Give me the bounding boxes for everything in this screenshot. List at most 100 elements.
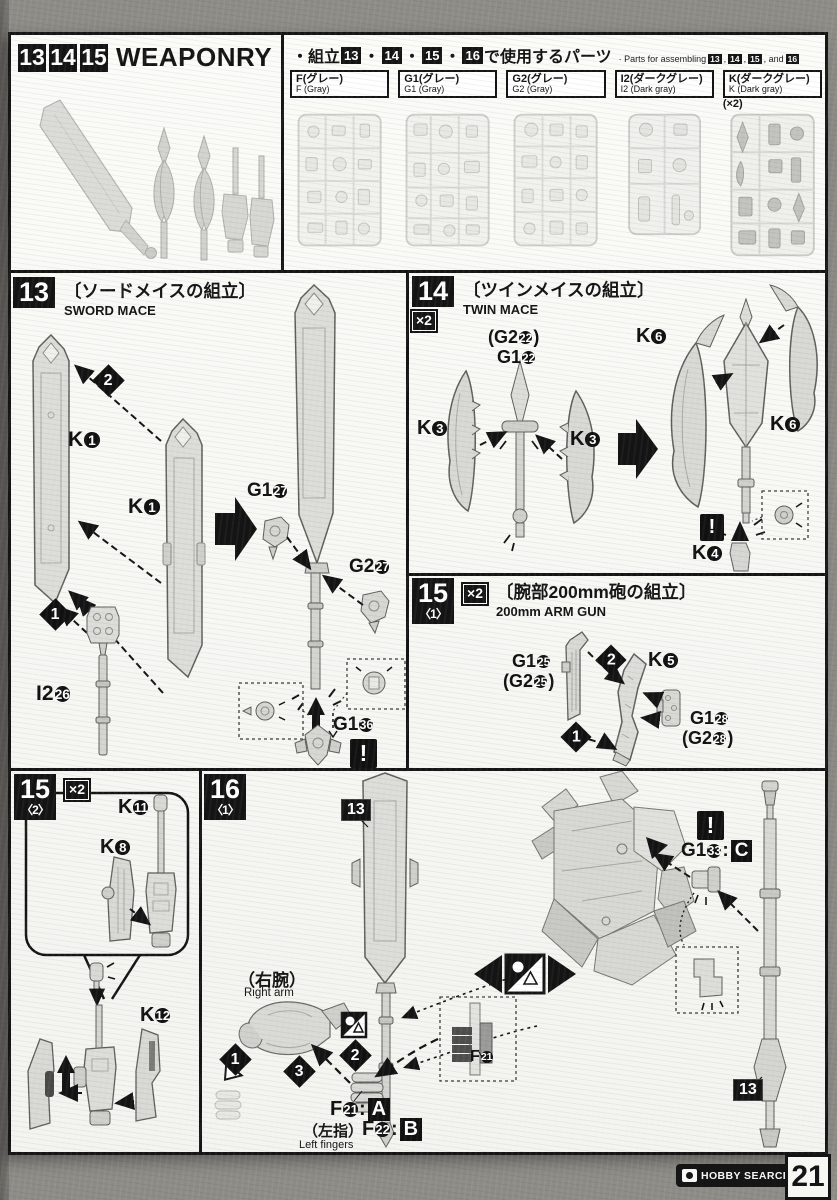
step15-2-illustration: [24, 791, 190, 1130]
handle-grip-part: [86, 606, 120, 656]
left-fingers-label-jp: （左指）: [303, 1123, 364, 1140]
parts-title: ・組立 13・ 14・ 15・ 16 で使用するパーツ · Parts for …: [292, 43, 801, 67]
gundam-figure: [531, 771, 697, 986]
assembled-mace-left-blade: [670, 314, 725, 509]
assembled-arm-gun: [73, 1004, 117, 1126]
side-plate-part-left: [27, 1038, 55, 1130]
runner-k: K(ダークグレー) K (Dark gray) (×2): [722, 70, 823, 259]
runner-note: [290, 98, 389, 111]
step-ref-box-small: 14: [728, 54, 742, 64]
step-number-box: 14: [49, 43, 77, 72]
step-ref-13: 13: [341, 799, 371, 821]
step15-1-illustration: [561, 631, 681, 767]
step14-illustration: [447, 284, 818, 572]
step15-2-number-box: 15〈2〉: [14, 774, 57, 820]
right-arm-illustration: [238, 1001, 353, 1056]
runner-label: G1(グレー) G1 (Gray): [398, 70, 498, 98]
step16-number-box: 16〈1〉: [204, 774, 247, 820]
quantity-badge: ×2: [461, 582, 490, 606]
pommel-cap-part-g1-36: [294, 724, 342, 766]
runner-i2: I2(ダークグレー) I2 (Dark gray): [614, 70, 714, 259]
callout-bubble: [24, 791, 190, 957]
step-ref-13: 13: [733, 1079, 763, 1101]
twin-mace-core: [499, 359, 539, 552]
step16-header: 16〈1〉: [204, 774, 247, 820]
muzzle-cap-part: [89, 962, 116, 990]
step14-title-en: TWIN MACE: [463, 302, 539, 317]
flip-up-arrow: [57, 1055, 75, 1091]
mace-blade-right: [559, 389, 595, 525]
panel-divider: [406, 573, 827, 576]
left-fingers-label-en: Left fingers: [299, 1139, 354, 1151]
shaft-part-i2-26: [95, 654, 111, 756]
sword-blade-part-right: [162, 417, 206, 679]
select-symbol-icon: [340, 1011, 368, 1039]
page-edge-shadow: [0, 0, 9, 1200]
sprue-illustration: [514, 113, 599, 247]
step-ref-box: 13: [341, 46, 362, 64]
parts-title-jp: ・組立 13・ 14・ 15・ 16 で使用するパーツ: [292, 46, 612, 66]
sprue-illustration: [297, 113, 382, 247]
backpack-part-g1-33: [691, 866, 721, 905]
step-ref-box-small: 15: [748, 54, 762, 64]
pommel-part-g2-27: [360, 590, 390, 635]
joint-detail-box: [751, 490, 809, 540]
side-plate-part-k12: [135, 1028, 161, 1122]
elbow-detail-box: [675, 946, 739, 1014]
step-ref-box-small: 16: [785, 54, 800, 64]
camera-icon: [682, 1169, 697, 1182]
detail-box-bottom-view: [332, 658, 406, 712]
reversible-symbol: [474, 953, 576, 995]
runner-note: [506, 98, 605, 111]
runner-note: (×2): [722, 97, 743, 110]
warning-icon: !: [697, 811, 724, 840]
right-arm-label-en: Right arm: [244, 987, 294, 999]
step-ref-box: 14: [381, 46, 402, 64]
runner-list: F(グレー) F (Gray) G1(グレー) G1 (Gray): [290, 70, 823, 259]
section-header: 13 14 15 WEAPONRY: [18, 42, 272, 73]
step15-title-en: 200mm ARM GUN: [496, 604, 607, 619]
step15-2-header: 15〈2〉 ×2: [14, 774, 92, 820]
step15-title-jp: 〔腕部200mm砲の組立〕: [496, 582, 697, 602]
step-ref-box: 15: [421, 46, 443, 64]
runner-g2: G2(グレー) G2 (Gray): [506, 70, 606, 259]
step15-1-header: 15〈1〉 ×2 〔腕部200mm砲の組立〕 200mm ARM GUN: [412, 578, 696, 624]
gun-arm-part-k5: [612, 652, 647, 767]
grip-detail-box: [439, 996, 517, 1082]
runner-label: F(グレー) F (Gray): [290, 70, 390, 98]
gun-plate-part-g1-25: [561, 631, 589, 722]
step-ref-box-small: 13: [708, 54, 722, 64]
runner-f: F(グレー) F (Gray): [290, 70, 390, 259]
gun-side-part-g1-28: [656, 689, 681, 727]
panel-divider: [11, 768, 827, 771]
sprue-illustration: [405, 113, 490, 247]
step13-title-en: SWORD MACE: [64, 303, 156, 318]
pommel-part-k4: [716, 518, 766, 572]
right-arm-label-jp: （右腕）: [238, 971, 306, 990]
step-number-box: 15: [80, 43, 108, 72]
weapon-parts-photo: [39, 99, 275, 261]
assembled-sword: [294, 283, 336, 690]
runner-label: I2(ダークグレー) I2 (Dark gray): [614, 70, 714, 98]
page-number: 21: [785, 1154, 831, 1200]
step16-illustration: [214, 771, 787, 1149]
